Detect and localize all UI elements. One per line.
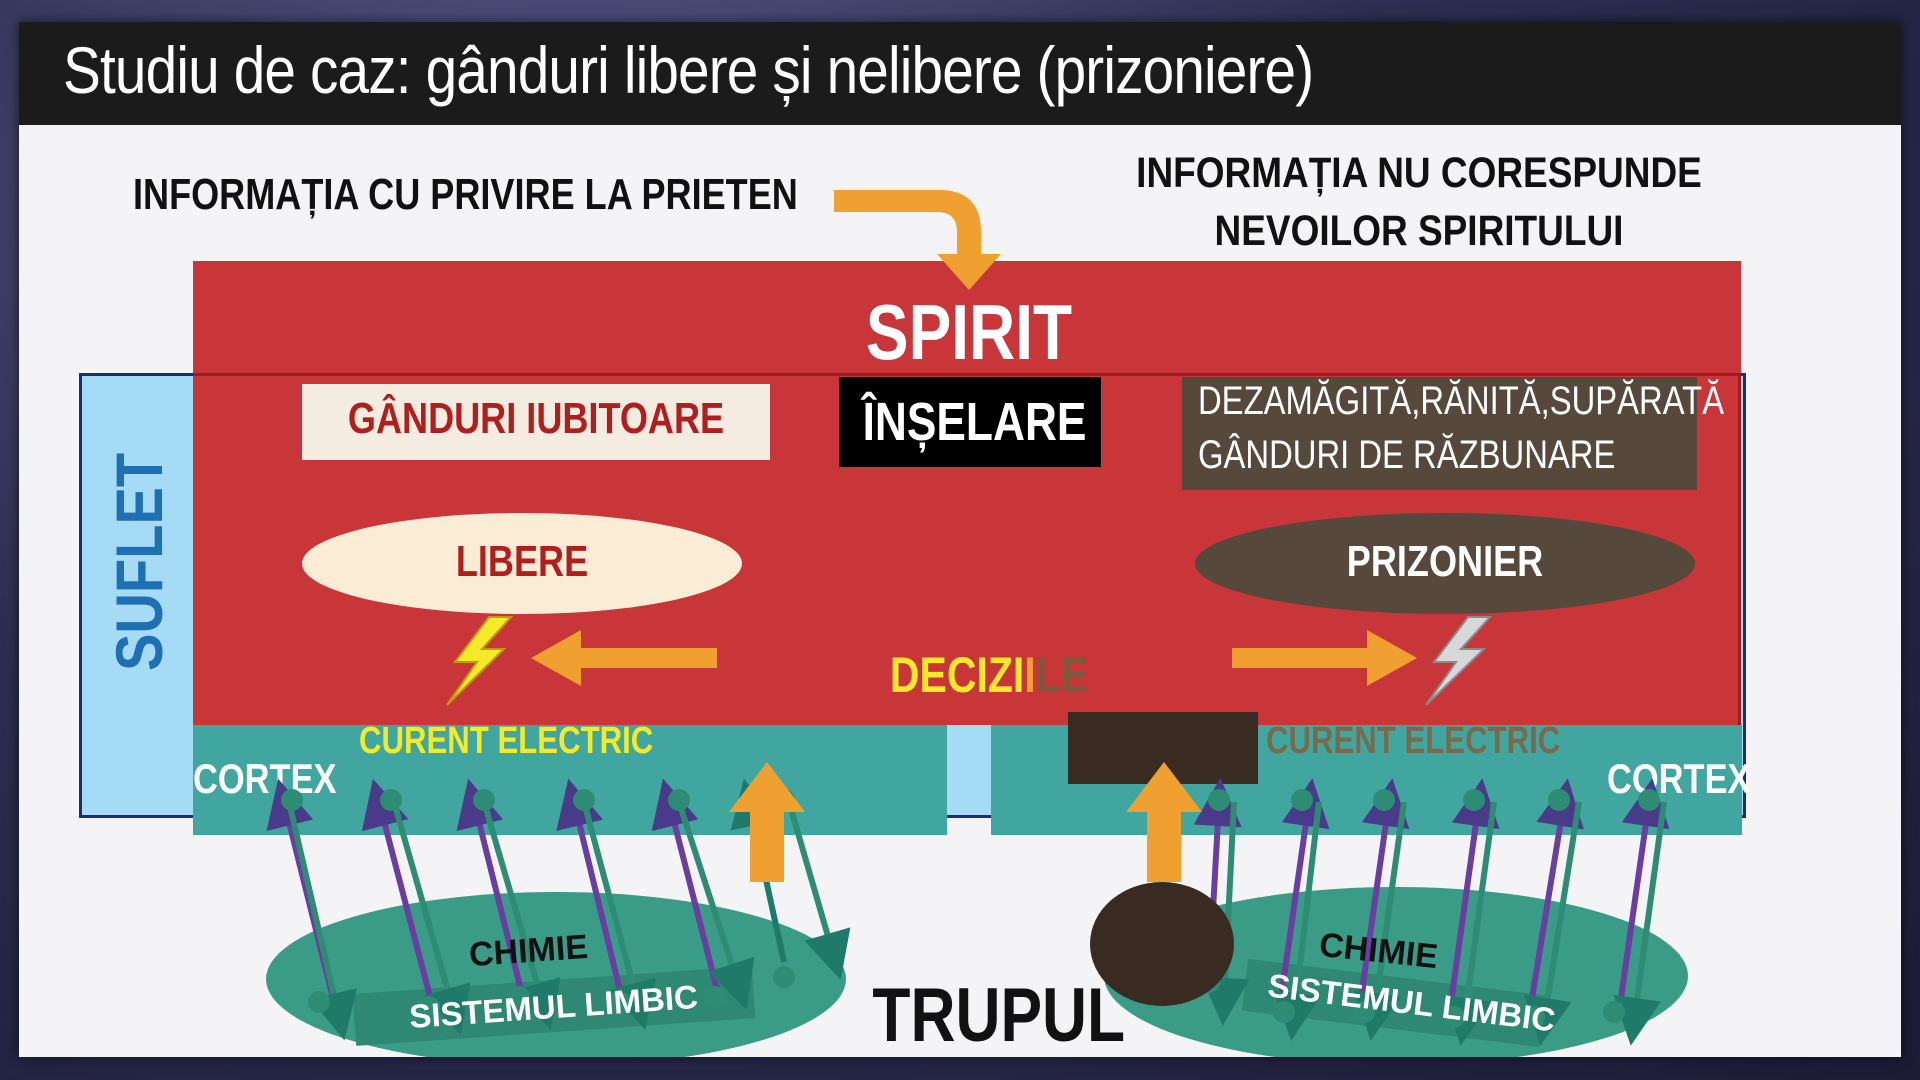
- lightning-yellow-icon: [446, 616, 514, 706]
- page-title: Studiu de caz: gânduri libere și neliber…: [63, 33, 1314, 107]
- neural-lines-left: [266, 778, 851, 1041]
- body-label: TRUPUL: [872, 973, 1126, 1057]
- loving-thoughts-box: GÂNDURI IUBITOARE: [302, 384, 770, 460]
- free-label: LIBERE: [455, 537, 589, 586]
- prisoner-label: PRIZONIER: [1346, 537, 1544, 586]
- info-mismatch-line1: INFORMAȚIA NU CORESPUNDE: [1136, 149, 1702, 197]
- info-mismatch-label: INFORMAȚIA NU CORESPUNDE NEVOILOR SPIRIT…: [1118, 144, 1720, 260]
- info-about-friend-label: INFORMAȚIA CU PRIVIRE LA PRIETEN: [133, 170, 798, 219]
- deception-label: ÎNȘELARE: [862, 392, 1087, 452]
- electric-current-right-label: CURENT ELECTRIC: [1266, 720, 1561, 762]
- up-arrow-left: [729, 762, 805, 882]
- title-bar: Studiu de caz: gânduri libere și neliber…: [19, 22, 1901, 125]
- prisoner-ellipse: PRIZONIER: [1195, 513, 1695, 614]
- hurt-feelings-line1: DEZAMĂGITĂ,RĂNITĂ,SUPĂRATĂ: [1198, 379, 1725, 423]
- diagram-connectors: [266, 190, 1670, 1046]
- lightning-gray-icon: [1425, 616, 1493, 706]
- spirit-label: SPIRIT: [865, 288, 1073, 376]
- blocking-blob: [1090, 882, 1234, 1006]
- hurt-feelings-line2: GÂNDURI DE RĂZBUNARE: [1198, 433, 1616, 477]
- electric-current-left-label: CURENT ELECTRIC: [359, 720, 654, 762]
- loving-thoughts-label: GÂNDURI IUBITOARE: [347, 394, 725, 443]
- decisions-part1: DECIZI: [889, 647, 1025, 703]
- neural-nodes: [281, 789, 1660, 1028]
- neural-lines-right: [1193, 778, 1670, 1046]
- decision-arrow-left: [531, 630, 717, 686]
- free-ellipse: LIBERE: [302, 513, 742, 614]
- up-arrow-right: [1126, 762, 1202, 882]
- decisions-part3: LE: [1035, 647, 1089, 703]
- info-to-spirit-arrow: [834, 190, 1001, 290]
- decision-arrow-right: [1232, 630, 1417, 686]
- deception-box: ÎNȘELARE: [839, 377, 1101, 467]
- hurt-feelings-box: DEZAMĂGITĂ,RĂNITĂ,SUPĂRATĂ GÂNDURI DE RĂ…: [1182, 377, 1724, 490]
- slide: Studiu de caz: gânduri libere și neliber…: [19, 22, 1901, 1057]
- info-mismatch-line2: NEVOILOR SPIRITULUI: [1214, 207, 1624, 255]
- chemistry-left-label: CHIMIE: [467, 927, 590, 975]
- decisions-label: DECIZIILE: [866, 646, 1112, 704]
- decisions-part2: I: [1024, 647, 1036, 703]
